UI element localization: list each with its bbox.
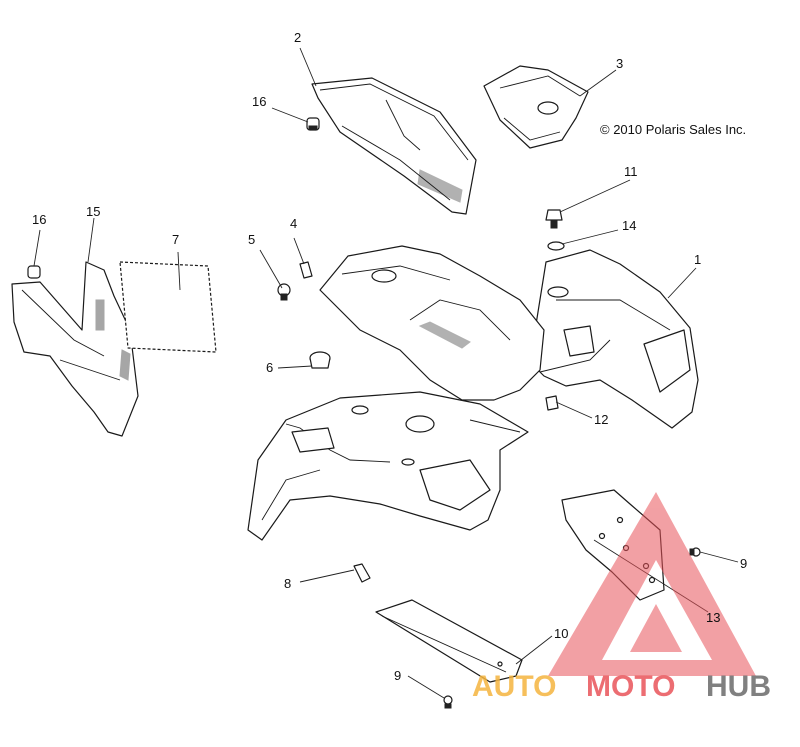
callout-9-bottom: 9 [394,668,401,683]
callout-13: 12 [594,412,608,427]
callout-6: 6 [266,360,273,375]
watermark-text: AUTO MOTO HUB [472,670,771,703]
part-16-rivet-left [27,265,41,279]
part-4-clip [299,261,313,279]
part-14-washer [547,241,565,251]
part-9-bolt-right [689,547,701,557]
part-13-bolt [545,395,559,411]
part-10-plate [375,599,523,683]
callout-12: 13 [706,610,720,625]
part-2-fascia [311,77,477,215]
callout-3: 3 [616,56,623,71]
callout-4: 4 [290,216,297,231]
watermark-text-hub: HUB [706,670,771,703]
part-5-screw [277,283,291,301]
watermark-text-auto: AUTO [472,670,556,703]
callout-5: 5 [248,232,255,247]
leader-lines [33,47,739,699]
callout-10: 10 [554,626,568,641]
callout-14: 14 [622,218,636,233]
watermark-text-moto: MOTO [586,670,675,703]
part-7-decal [119,261,217,353]
callout-15: 15 [86,204,100,219]
callout-2: 2 [294,30,301,45]
callout-16-left: 16 [32,212,46,227]
part-3-pod-cover [483,65,589,149]
callout-16-top: 16 [252,94,266,109]
part-15-side-panel [11,261,139,437]
callout-7: 7 [172,232,179,247]
callout-1: 1 [694,252,701,267]
copyright-text: © 2010 Polaris Sales Inc. [600,122,746,137]
part-16-rivet-top [306,117,320,131]
part-9-bolt-bottom [443,695,453,709]
part-6-grommet [309,351,331,369]
callout-9-right: 9 [740,556,747,571]
callout-11: 11 [624,164,638,179]
part-11-bolt [545,209,563,229]
main-body-assembly [247,245,699,541]
callout-8: 8 [284,576,291,591]
part-8-clip [353,563,371,583]
watermark-logo [548,492,756,676]
